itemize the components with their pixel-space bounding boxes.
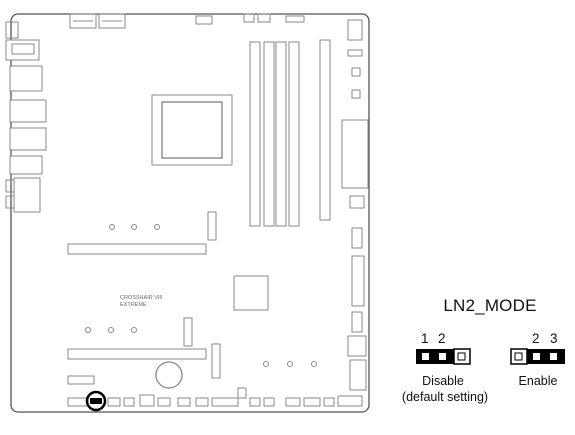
m2-slot [207,211,217,241]
pcie-slot [67,375,95,385]
rear-io-port [9,65,43,92]
bottom-header [211,397,239,407]
bottom-header [157,397,171,407]
dimm-slot [263,41,275,227]
cpu-socket [151,94,233,166]
bottom-header [237,387,247,399]
chipset [233,275,269,311]
bottom-header [177,397,191,407]
connector [351,227,363,249]
m2-slot [211,343,221,379]
bottom-header [139,394,155,407]
jumper-title: LN2_MODE [443,296,537,315]
rear-io-port [11,43,35,55]
pcie-slot [67,348,207,360]
connector [351,311,363,333]
header [243,13,255,23]
bottom-header [67,397,89,407]
bottom-header [263,397,275,407]
enable-pin-3-label: 3 [550,331,558,346]
rear-io-port [5,179,15,193]
connector [347,335,367,357]
board-outline [10,13,370,413]
connector [351,67,361,77]
rear-io-port [9,127,47,151]
connector [351,255,365,307]
m2-slot [183,317,193,347]
cmos-battery [155,361,183,389]
header [257,13,271,23]
bottom-header [107,397,121,407]
cpu-power-connector [98,13,126,29]
disable-label: Disable [422,374,464,388]
bottom-header [303,397,321,407]
connector [349,195,365,209]
jumper-disable-diagram [416,348,471,365]
connector [347,49,363,57]
enable-label: Enable [518,374,558,388]
rear-io-port [5,195,15,209]
connector [349,359,367,391]
board-model-line1: CROSSHAIR VIII [120,295,163,301]
disable-pin-2-label: 2 [438,331,446,346]
bottom-header [195,397,209,407]
header [285,15,305,23]
bottom-header [249,397,261,407]
dimm-slot [275,41,287,227]
cpu-package [161,101,223,159]
bottom-header [337,395,363,407]
connector [351,89,361,99]
ln2-jumper-on-board [90,398,102,404]
bottom-header [123,397,135,407]
header [195,15,213,25]
connector [341,119,369,189]
ln2-jumper-highlight-circle [85,390,107,412]
board-model-line2: EXTREME [120,302,147,308]
enable-pin-2-label: 2 [532,331,540,346]
pcie-slot [67,243,207,255]
rear-io-port [13,177,41,213]
standoff-holes [85,224,317,367]
rear-io-port [9,155,43,175]
cpu-power-connector [69,13,97,29]
bottom-header [323,397,335,407]
disable-default-note: (default setting) [401,390,489,404]
dimm-slot [249,41,261,227]
disable-pin-1-label: 1 [421,331,429,346]
dimm-slot [288,41,300,227]
rear-io-port [5,39,40,61]
bottom-header [285,397,301,407]
rear-io-port [9,99,47,123]
jumper-enable-diagram [510,348,565,365]
rear-io-port [5,21,19,39]
header [347,19,363,41]
atx-power-connector [319,39,331,221]
